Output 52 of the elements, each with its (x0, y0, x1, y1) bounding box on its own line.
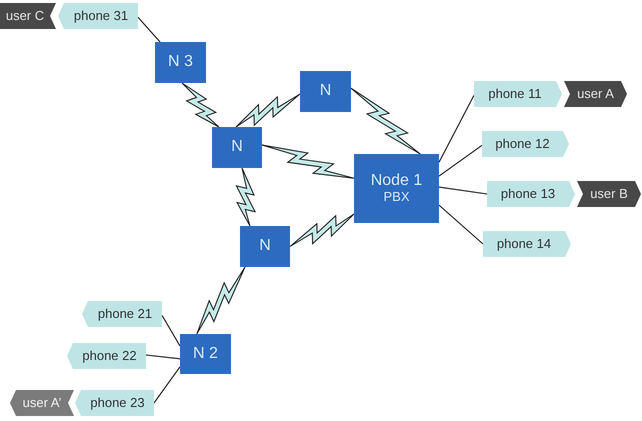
connector-line (138, 16, 161, 42)
connector-line (162, 315, 180, 346)
phone-label: phone 13 (500, 186, 556, 202)
phone-label: phone 12 (495, 136, 550, 152)
connector-line (154, 366, 180, 404)
phone-label: phone 31 (74, 8, 128, 24)
user-tag (0, 3, 56, 29)
connector-line (438, 186, 488, 195)
node-label: N 3 (168, 53, 193, 72)
user-label: user A (577, 86, 614, 102)
lightning-link (290, 214, 354, 247)
connector-line (146, 354, 180, 360)
network-node-box (155, 42, 206, 83)
phone-tag (58, 3, 138, 29)
lightning-link (196, 266, 246, 334)
phone-label: phone 21 (98, 306, 152, 322)
network-node-box (240, 226, 290, 267)
user-tag (564, 81, 627, 107)
user-tag (10, 390, 74, 416)
network-node-box (212, 127, 262, 168)
node-label: N 2 (193, 344, 218, 364)
phone-tag (483, 231, 571, 257)
node-label: N (320, 82, 332, 101)
user-label: user A’ (22, 396, 62, 410)
user-tag (577, 181, 641, 207)
phone-tag (487, 181, 575, 207)
lightning-link (182, 82, 220, 128)
phone-label: phone 11 (488, 86, 542, 102)
phone-tag (474, 81, 562, 107)
connector-line (438, 204, 484, 244)
user-label: user C (6, 8, 44, 24)
network-node-box (300, 71, 351, 112)
phone-label: phone 23 (90, 396, 145, 410)
lightning-link (236, 94, 300, 128)
user-label: user B (590, 186, 628, 202)
connector-line (438, 95, 474, 163)
pbx-node-box (354, 154, 439, 223)
lightning-link (235, 168, 256, 226)
phone-tag (482, 131, 569, 157)
phone-tag (75, 390, 154, 416)
lightning-link (262, 144, 354, 179)
node-label: N (231, 138, 243, 157)
connector-line (438, 144, 482, 177)
node-label: PBX (383, 190, 410, 206)
node-label: N (259, 237, 271, 256)
node-label: Node 1 (370, 172, 422, 190)
phone-tag (82, 301, 162, 327)
lightning-link (350, 88, 421, 154)
network-node-box (180, 334, 231, 374)
phone-label: phone 22 (82, 348, 137, 364)
phone-tag (67, 343, 146, 369)
phone-label: phone 14 (496, 236, 552, 252)
